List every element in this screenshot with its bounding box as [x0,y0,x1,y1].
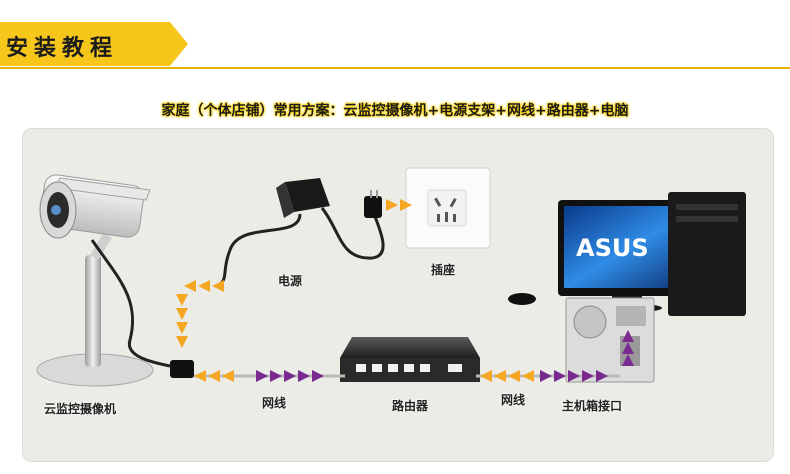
flow-arrow [176,336,188,348]
flow-arrow [622,354,634,366]
flow-arrow [596,370,608,382]
flow-arrow [256,370,268,382]
flow-arrow [208,370,220,382]
flow-arrow [622,342,634,354]
label-power: 电源 [278,274,303,288]
router-device [340,337,480,382]
label-cable-left: 网线 [262,396,287,410]
flow-arrow [270,370,282,382]
camera-device [36,174,171,387]
flow-arrow [198,280,210,292]
flow-arrow [284,370,296,382]
flow-arrow [298,370,310,382]
flow-arrow [212,280,224,292]
flow-arrow [582,370,594,382]
flow-arrow [622,330,634,342]
flow-arrow [194,370,206,382]
header-banner [0,22,170,66]
flow-arrow [480,370,492,382]
flow-arrow [494,370,506,382]
flow-arrow [312,370,324,382]
camera-connector [170,360,194,378]
monitor-brand: ASUS [576,234,649,262]
label-socket: 插座 [431,263,456,277]
scheme-title: 家庭（个体店铺）常用方案：云监控摄像机+电源支架+网线+路由器+电脑 [161,103,629,119]
computer-tower [565,192,746,383]
flow-arrow [176,308,188,320]
page-title: 安装教程 [6,36,119,61]
flow-arrow [540,370,552,382]
label-host-port: 主机箱接口 [562,399,623,413]
flow-arrow [568,370,580,382]
flow-arrow [184,280,196,292]
wall-socket [405,167,491,249]
flow-arrow [176,322,188,334]
flow-arrow [386,199,398,211]
flow-arrow [522,370,534,382]
flow-arrows [176,199,634,382]
power-adapter [218,178,385,286]
flow-arrow [554,370,566,382]
label-camera: 云监控摄像机 [44,402,117,416]
flow-arrow [222,370,234,382]
header-banner-arrow [170,22,188,66]
flow-arrow [400,199,412,211]
label-cable-right: 网线 [501,393,526,407]
label-router: 路由器 [392,399,429,413]
flow-arrow [176,294,188,306]
flow-arrow [508,370,520,382]
header-divider [0,67,790,69]
